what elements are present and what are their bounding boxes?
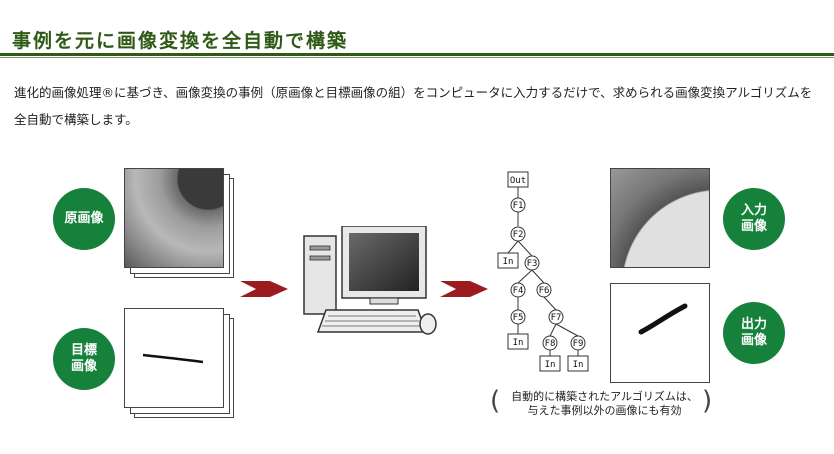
target-image-badge: 目標 画像	[53, 328, 115, 390]
tree-node-f7: F7	[551, 313, 562, 323]
target-image	[124, 308, 224, 408]
tree-node-in: In	[573, 360, 584, 370]
tree-node-in: In	[513, 338, 524, 348]
description-text: 進化的画像処理®に基づき、画像変換の事例（原画像と目標画像の組）をコンピュータに…	[14, 85, 813, 127]
caption-open-paren: (	[490, 386, 501, 416]
tree-node-out: Out	[510, 176, 526, 186]
tree-node-f3: F3	[527, 259, 538, 269]
tree-node-in: In	[545, 360, 556, 370]
output-label-line1: 出力	[740, 317, 767, 332]
original-image-badge: 原画像	[53, 188, 115, 250]
tree-node-in: In	[503, 257, 514, 267]
target-stroke	[142, 353, 204, 364]
tree-node-f9: F9	[573, 339, 584, 349]
input-label-line1: 入力	[740, 203, 767, 218]
tree-node-f8: F8	[545, 339, 556, 349]
tree-node-f6: F6	[539, 286, 550, 296]
original-image	[124, 168, 224, 268]
input-label-line2: 画像	[740, 219, 767, 234]
title-divider	[0, 53, 834, 56]
tree-node-f1: F1	[513, 201, 524, 211]
target-label-line2: 画像	[70, 359, 97, 374]
output-label-line2: 画像	[740, 333, 767, 348]
original-label: 原画像	[64, 211, 104, 226]
computer-icon	[303, 226, 437, 335]
right-arrow-icon	[440, 281, 488, 297]
caption-close-paren: )	[702, 386, 713, 416]
right-arrow-icon	[240, 281, 288, 297]
tree-leaf-nodes: In In	[539, 350, 589, 372]
input-image-badge: 入力 画像	[723, 188, 785, 250]
tree-node-f2: F2	[513, 230, 524, 240]
page-title: 事例を元に画像変換を全自動で構築	[12, 30, 349, 52]
caption-line1: 自動的に構築されたアルゴリズムは、	[511, 390, 698, 403]
input-image	[610, 168, 710, 268]
tree-node-f4: F4	[513, 286, 524, 296]
caption-line2: 与えた事例以外の画像にも有効	[527, 404, 682, 417]
output-image	[610, 283, 710, 383]
tree-caption: 自動的に構築されたアルゴリズムは、 与えた事例以外の画像にも有効	[497, 390, 712, 418]
algorithm-tree-diagram: Out F1 F2 In F3 F4 F6 F5 F7 In F8 F9	[497, 171, 586, 356]
tree-node-f5: F5	[513, 313, 524, 323]
output-stroke	[638, 303, 688, 335]
target-label-line1: 目標	[70, 343, 97, 358]
output-image-badge: 出力 画像	[723, 302, 785, 364]
title-divider-thin	[0, 57, 834, 58]
